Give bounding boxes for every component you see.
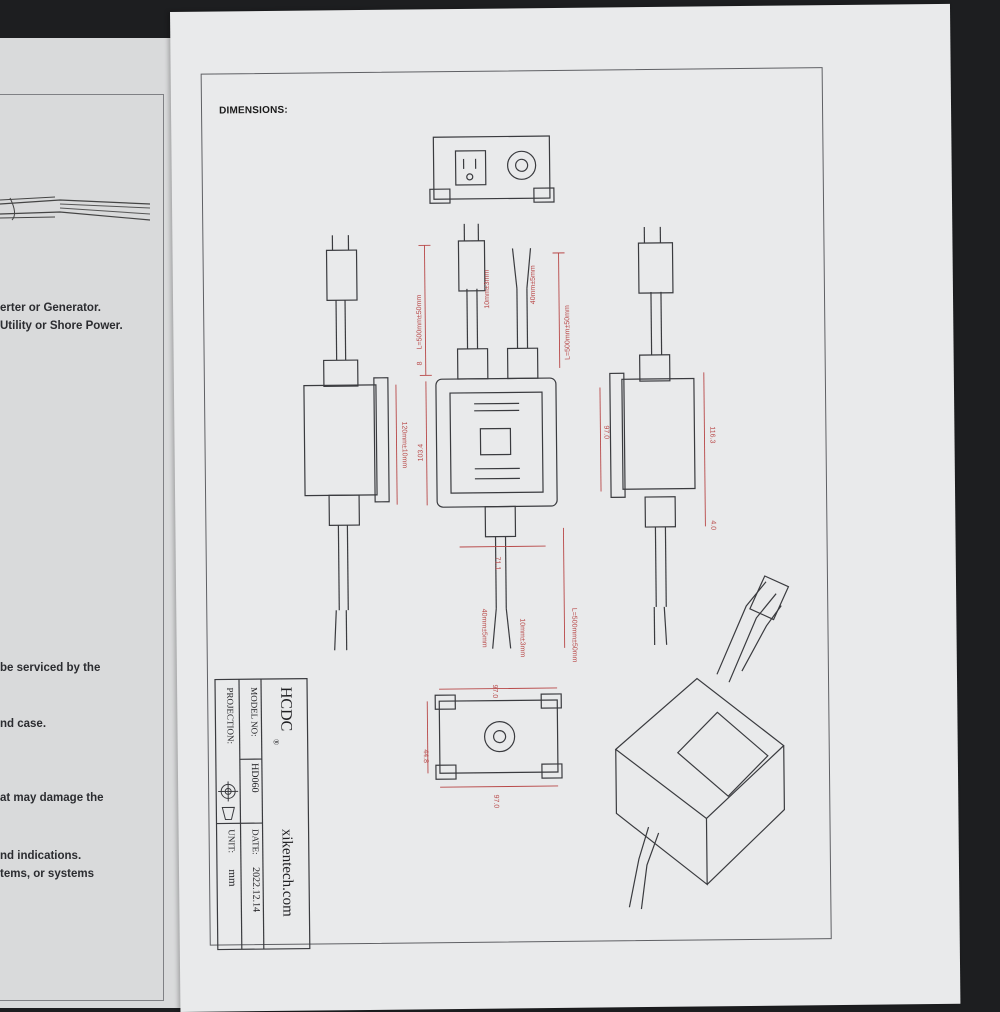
left-text-line: tems, or systems	[0, 868, 94, 880]
dim-label: 40mm±5mm	[480, 609, 487, 648]
unit-value: mm	[226, 869, 238, 887]
left-text-line: nd indications.	[0, 850, 81, 862]
dim-label: 4.0	[709, 520, 716, 530]
front-view	[434, 223, 558, 649]
right-side-view	[608, 227, 696, 646]
bottom-view	[435, 694, 562, 779]
dim-label: 97.0	[492, 795, 499, 809]
date-value: 2022.12.14	[250, 867, 261, 912]
dim-label: 10mm±3mm	[518, 618, 525, 657]
dim-label: 120mm±10mm	[400, 422, 407, 469]
left-text-line: at may damage the	[0, 792, 104, 804]
unit-label: UNIT:	[227, 829, 237, 853]
dim-label: 8	[417, 361, 424, 365]
website: xikentech.com	[279, 829, 296, 917]
brand-name: HCDC	[277, 687, 294, 732]
left-text-line: Utility or Shore Power.	[0, 320, 123, 332]
cable-illustration	[0, 186, 160, 246]
dim-label: 116.3	[708, 426, 715, 443]
brand-mark: ®	[272, 739, 281, 745]
left-text-line: erter or Generator.	[0, 302, 101, 314]
date-label: DATE:	[251, 829, 261, 855]
left-text-line: nd case.	[0, 718, 46, 730]
dim-label: 10mm±3mm	[484, 270, 491, 309]
dim-label: L=500mm±50mm	[564, 305, 572, 360]
technical-drawing: L=500mm±50mm 10mm±3mm 8 40mm±5mm L=500mm…	[170, 4, 960, 1012]
dim-label: 71.1	[494, 557, 501, 571]
model-label: MODEL NO:	[249, 687, 260, 737]
dim-label: L=500mm±50mm	[570, 608, 578, 663]
dim-label: 97.0	[602, 425, 609, 439]
dim-label: 40mm±5mm	[530, 265, 537, 304]
right-page: DIMENSIONS:	[170, 4, 960, 1012]
dim-label: 103.4	[418, 444, 425, 462]
projection-label: PROJECTION:	[225, 687, 236, 744]
dim-label: 44.8	[422, 749, 429, 763]
left-text-line: be serviced by the	[0, 662, 100, 674]
dim-label: 97.0	[491, 685, 498, 699]
projection-symbol-icon	[218, 781, 238, 819]
dim-label: L=500mm±50mm	[416, 295, 424, 350]
top-view	[429, 136, 554, 203]
isometric-view	[614, 576, 792, 910]
left-side-view	[302, 235, 390, 651]
model-value: HD060	[249, 763, 260, 793]
